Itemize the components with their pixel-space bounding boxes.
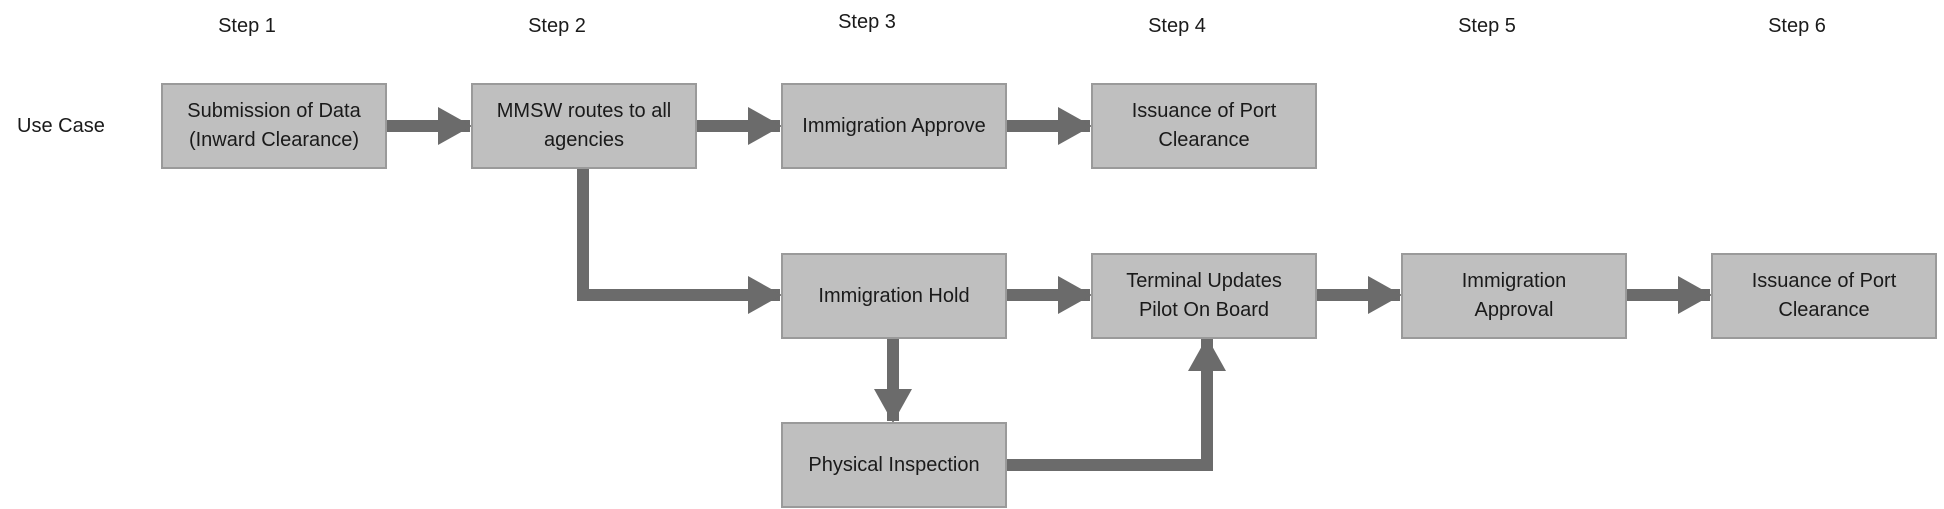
node-mmsw-routes: MMSW routes to all agencies [471,83,697,169]
arrow-inspection-to-terminal [1007,337,1226,471]
arrow-mmsw-to-hold [577,168,782,314]
step-4-label: Step 4 [1148,15,1206,37]
step-1-label: Step 1 [218,15,276,37]
node-physical-inspection: Physical Inspection [781,422,1007,508]
step-5-label: Step 5 [1458,15,1516,37]
node-immigration-approval: Immigration Approval [1401,253,1627,339]
node-immigration-hold: Immigration Hold [781,253,1007,339]
node-immigration-approve: Immigration Approve [781,83,1007,169]
step-3-label: Step 3 [838,11,896,33]
node-terminal-updates: Terminal Updates Pilot On Board [1091,253,1317,339]
node-issuance-port-clearance-top: Issuance of Port Clearance [1091,83,1317,169]
node-issuance-port-clearance-bottom: Issuance of Port Clearance [1711,253,1937,339]
step-2-label: Step 2 [528,15,586,37]
use-case-label: Use Case [17,115,105,137]
node-submission-of-data: Submission of Data (Inward Clearance) [161,83,387,169]
step-6-label: Step 6 [1768,15,1826,37]
